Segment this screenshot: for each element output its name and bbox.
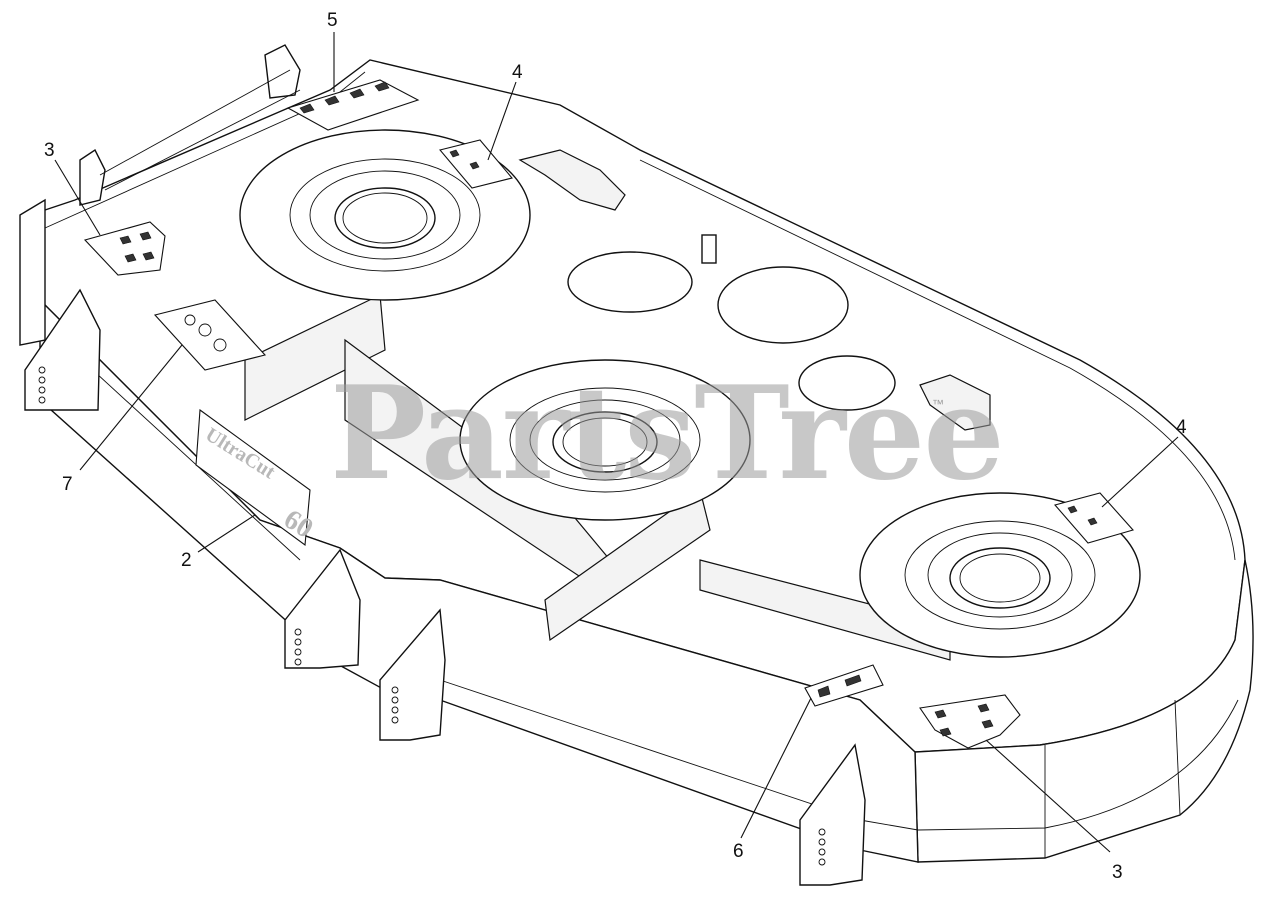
callout-5: 5: [327, 10, 338, 31]
watermark-text: PartsTree: [330, 359, 1003, 509]
spindle-right: [859, 492, 1141, 658]
decal-6-front-warning: [804, 664, 884, 707]
callout-4-left: 4: [512, 62, 523, 83]
cover-plates: [518, 149, 991, 431]
callout-4-right: 4: [1176, 417, 1187, 438]
decal-3-left-safety: [83, 221, 166, 276]
center-front-gussets: [284, 548, 446, 741]
left-rear-brackets: [19, 44, 301, 346]
spindle-center: [459, 359, 751, 521]
callout-3-left: 3: [44, 140, 55, 161]
decal-3-right-safety: [919, 694, 1021, 749]
callout-3-right: 3: [1112, 862, 1123, 883]
right-front-gusset: [799, 743, 866, 886]
callout-2: 2: [181, 550, 192, 571]
callout-6: 6: [733, 841, 744, 862]
decal-4-left-blade: [439, 139, 513, 189]
watermark-trademark: ™: [932, 397, 944, 411]
decal-5-rear-warning: [286, 79, 420, 131]
callout-7: 7: [62, 474, 73, 495]
callout-leaders: [54, 32, 1179, 853]
watermark: PartsTree ™: [330, 359, 1005, 509]
left-front-gusset: [24, 288, 101, 411]
spindle-left: [239, 129, 531, 301]
decal-4-right-blade: [1054, 492, 1134, 544]
decal-7-belt-routing: [153, 299, 267, 371]
callouts: 5 4 3 7 2 4 6 3: [44, 10, 1187, 883]
deck-right-skirt: [914, 559, 1254, 863]
